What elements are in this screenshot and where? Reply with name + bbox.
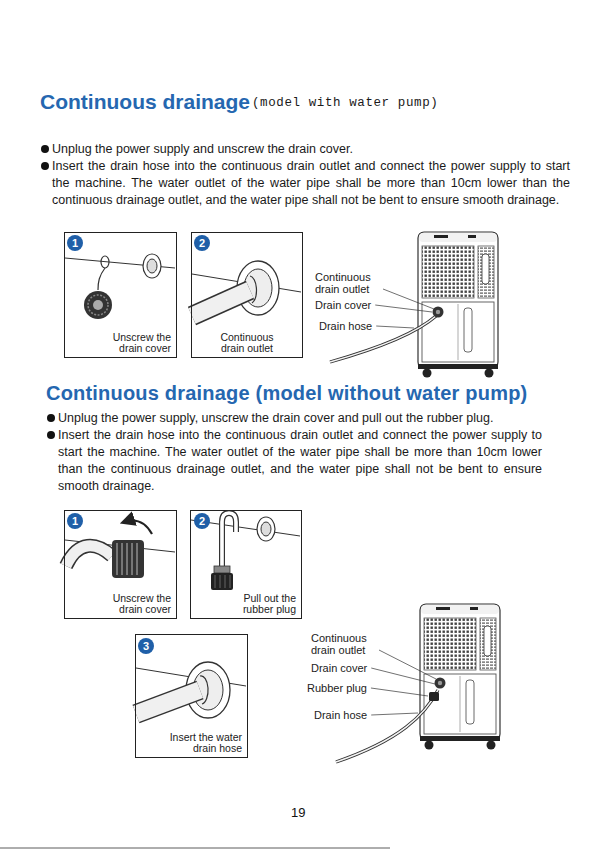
drain-cover-drawing xyxy=(98,268,105,290)
callout-label: Drain hose xyxy=(314,709,367,721)
step-caption: Pull out the rubber plug xyxy=(226,593,296,615)
callout-number: 1 xyxy=(67,513,83,529)
dehumidifier-drawing xyxy=(336,690,438,762)
rubber-plug-drawing xyxy=(261,522,271,536)
step-caption: Unscrew the drain cover xyxy=(101,332,171,354)
rubber-plug-drawing xyxy=(220,575,221,588)
bullet-dot xyxy=(47,431,55,439)
step-number: 2 xyxy=(194,513,210,529)
rubber-plug-drawing xyxy=(257,517,275,541)
hose-insert-drawing xyxy=(200,676,208,704)
callout-number: 2 xyxy=(194,513,210,529)
callout-label: Continuous drain outlet xyxy=(311,632,375,656)
drain-cover-drawing xyxy=(137,543,138,575)
leader-line xyxy=(383,289,434,309)
page-number: 19 xyxy=(291,805,305,821)
callout-number: 1 xyxy=(67,235,83,251)
drain-outlet-drawing xyxy=(192,290,250,316)
leader-line xyxy=(371,668,435,684)
callout-label: Rubber plug xyxy=(307,682,367,694)
dehumidifier-drawing xyxy=(429,692,439,701)
instruction-text: Unplug the power supply and unscrew the … xyxy=(52,141,570,158)
step-panel: Unscrew the drain cover 1 xyxy=(64,510,177,619)
dehumidifier-drawing xyxy=(433,307,444,318)
drain-cover-drawing xyxy=(93,300,103,310)
rubber-plug-drawing xyxy=(214,566,230,573)
step-number: 3 xyxy=(138,638,154,654)
drain-cover-drawing xyxy=(127,543,128,575)
step-caption: Unscrew the drain cover xyxy=(101,593,171,615)
step-caption: Insert the water drain hose xyxy=(156,732,242,754)
drain-outlet-drawing xyxy=(250,276,256,303)
drain-cover-drawing xyxy=(66,546,112,566)
step-number: 2 xyxy=(194,235,210,251)
callout-label: Drain cover xyxy=(315,299,371,311)
bullet-dot xyxy=(41,162,49,170)
step-panel: Pull out the rubber plug 2 xyxy=(190,510,302,619)
drain-cover-drawing xyxy=(122,543,123,575)
rubber-plug-drawing xyxy=(215,575,230,588)
rubber-plug-drawing xyxy=(222,513,236,568)
drain-outlet-drawing xyxy=(192,261,301,316)
dehumidifier-drawing xyxy=(336,690,438,762)
step-panel: Unscrew the drain cover 1 xyxy=(64,232,177,358)
heading-note: (model with water pump) xyxy=(252,96,438,110)
hose-insert-drawing xyxy=(136,690,200,714)
step-number: 1 xyxy=(67,235,83,251)
callout-number: 2 xyxy=(194,235,210,251)
callout-label: Continuous drain outlet xyxy=(315,271,379,295)
drain-outlet-drawing xyxy=(192,290,250,316)
instruction-text: Unplug the power supply, unscrew the dra… xyxy=(58,410,542,427)
section-heading: Continuous drainage (model without water… xyxy=(46,381,527,406)
leader-line xyxy=(376,326,414,328)
rubber-plug-drawing xyxy=(211,573,233,590)
rubber-plug-drawing xyxy=(222,513,236,568)
leader-line xyxy=(379,650,436,679)
hose-insert-drawing xyxy=(136,690,200,714)
dehumidifier-drawing xyxy=(436,310,440,314)
instruction-text: Insert the drain hose into the continuou… xyxy=(58,427,542,495)
rubber-plug-drawing xyxy=(215,575,216,588)
drain-cover-drawing xyxy=(117,543,118,575)
drain-cover-drawing xyxy=(143,254,161,278)
drain-cover-drawing xyxy=(132,543,133,575)
rubber-plug-drawing xyxy=(230,575,231,588)
dehumidifier-drawing xyxy=(435,678,446,689)
step-panel: Insert the water drain hose 3 xyxy=(135,634,248,758)
step-caption: Continuous drain outlet xyxy=(220,332,275,354)
rubber-plug-drawing xyxy=(225,575,226,588)
footer-rule xyxy=(0,848,390,849)
bullet-dot xyxy=(47,414,55,422)
drain-cover-drawing xyxy=(84,291,112,319)
drain-cover-drawing xyxy=(65,521,175,579)
step-number: 1 xyxy=(67,513,83,529)
drain-cover-drawing xyxy=(66,546,112,566)
bullet-dot xyxy=(41,145,49,153)
leader-line xyxy=(375,289,434,328)
callout-number: 3 xyxy=(138,638,154,654)
hose-insert-drawing xyxy=(136,662,246,718)
section-heading: Continuous drainage xyxy=(40,89,250,115)
instruction-text: Insert the drain hose into the continuou… xyxy=(52,158,570,209)
drain-cover-drawing xyxy=(147,259,157,273)
step-panel: Continuous drain outlet 2 xyxy=(191,232,303,358)
leader-line xyxy=(371,688,428,696)
dehumidifier-drawing xyxy=(418,232,498,378)
drain-cover-drawing xyxy=(112,540,144,578)
leader-line xyxy=(375,305,432,312)
drain-cover-drawing xyxy=(88,295,108,315)
drain-cover-drawing xyxy=(101,256,109,268)
drain-cover-drawing xyxy=(65,254,175,319)
dehumidifier-drawing xyxy=(438,681,442,685)
drain-cover-drawing xyxy=(124,521,152,535)
callout-label: Drain cover xyxy=(311,662,367,674)
drain-cover-drawing xyxy=(117,543,137,575)
leader-line xyxy=(371,713,418,715)
leader-line xyxy=(371,650,436,715)
rubber-plug-drawing xyxy=(191,513,300,590)
callout-label: Drain hose xyxy=(319,320,372,332)
